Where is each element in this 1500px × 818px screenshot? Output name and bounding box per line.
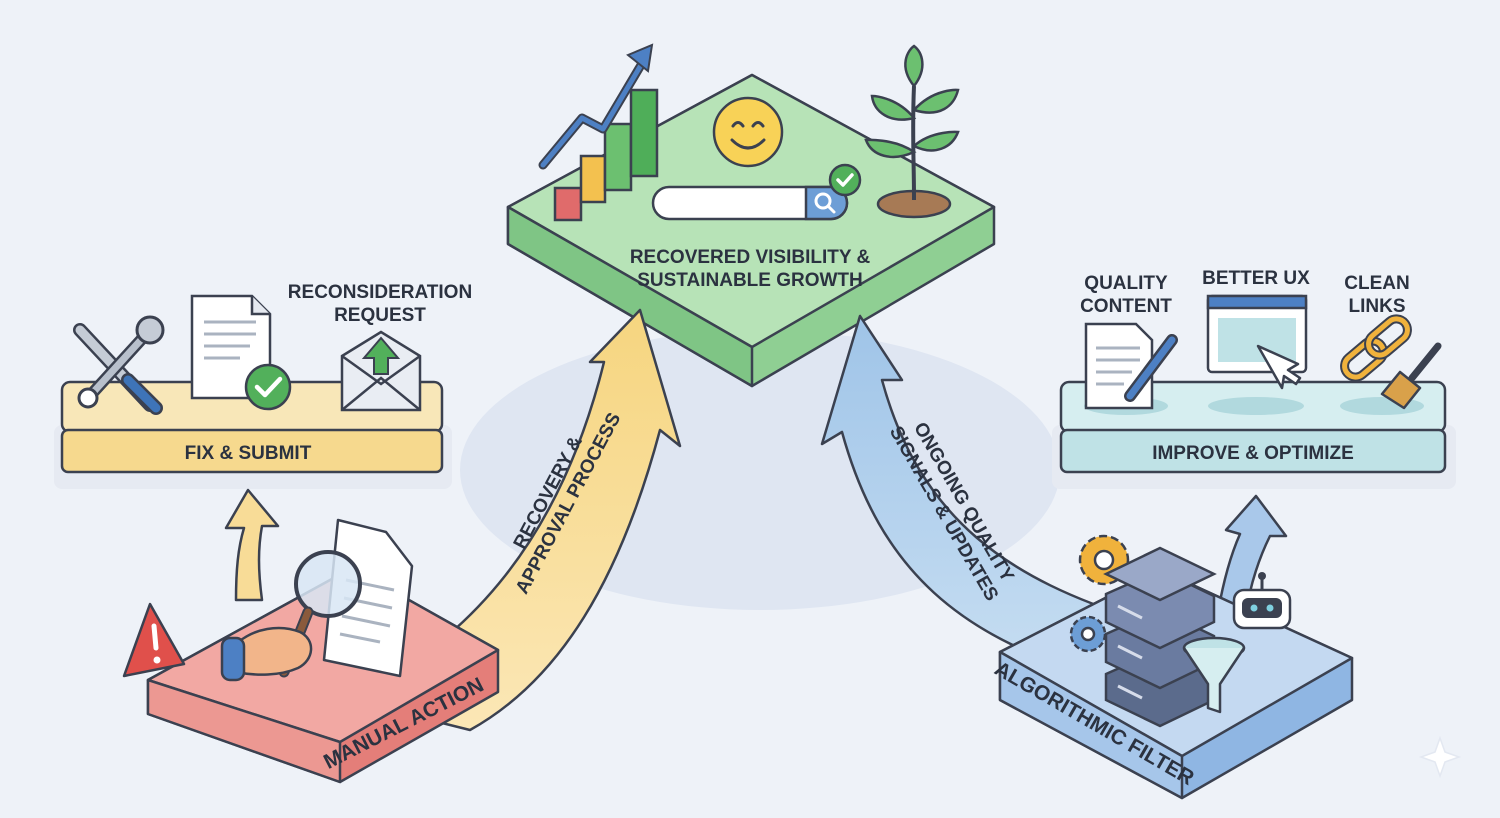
search-bar-icon [651,163,862,221]
warning-triangle-icon [122,602,186,678]
recovered-label-line2: SUSTAINABLE GROWTH [637,270,863,291]
wrench-screwdriver-icon [73,315,165,415]
sparkle-icon [1418,735,1462,779]
sprout-plant-icon [864,44,960,219]
fix-submit-platform: FIX & SUBMIT RECONSIDERATION REQUEST [54,282,472,489]
recovery-process-arrow [348,308,682,732]
browser-cursor-icon [1206,294,1308,390]
better-ux-label: BETTER UX [1202,268,1310,289]
server-stack-icon [1103,546,1217,728]
quality-content-label-line2: CONTENT [1080,296,1172,317]
document-pen-icon [1084,322,1178,410]
manual-to-fix-arrow [224,488,280,602]
clean-links-label-line1: CLEAN [1344,273,1409,294]
envelope-upload-icon [340,330,422,412]
reconsideration-label-line1: RECONSIDERATION [288,282,472,303]
manual-action-platform: MANUAL ACTION [146,566,500,784]
fix-submit-label: FIX & SUBMIT [185,443,312,464]
reconsideration-label-line2: REQUEST [334,305,426,326]
improve-optimize-platform: IMPROVE & OPTIMIZE QUALITY CONTENT BETTE… [1052,268,1456,489]
chain-link-brush-icon [1340,314,1442,410]
clean-links-label-line2: LINKS [1349,296,1406,317]
recovered-label-line1: RECOVERED VISIBILITY & [630,247,871,268]
funnel-icon [1182,636,1246,714]
growth-chart-icon [538,43,659,222]
smiley-face-icon [712,96,784,168]
magnifier-document-icon [220,518,414,682]
document-check-icon [190,294,292,411]
robot-icon [1232,572,1292,630]
improve-optimize-label: IMPROVE & OPTIMIZE [1152,443,1354,464]
quality-content-label-line1: QUALITY [1084,273,1168,294]
